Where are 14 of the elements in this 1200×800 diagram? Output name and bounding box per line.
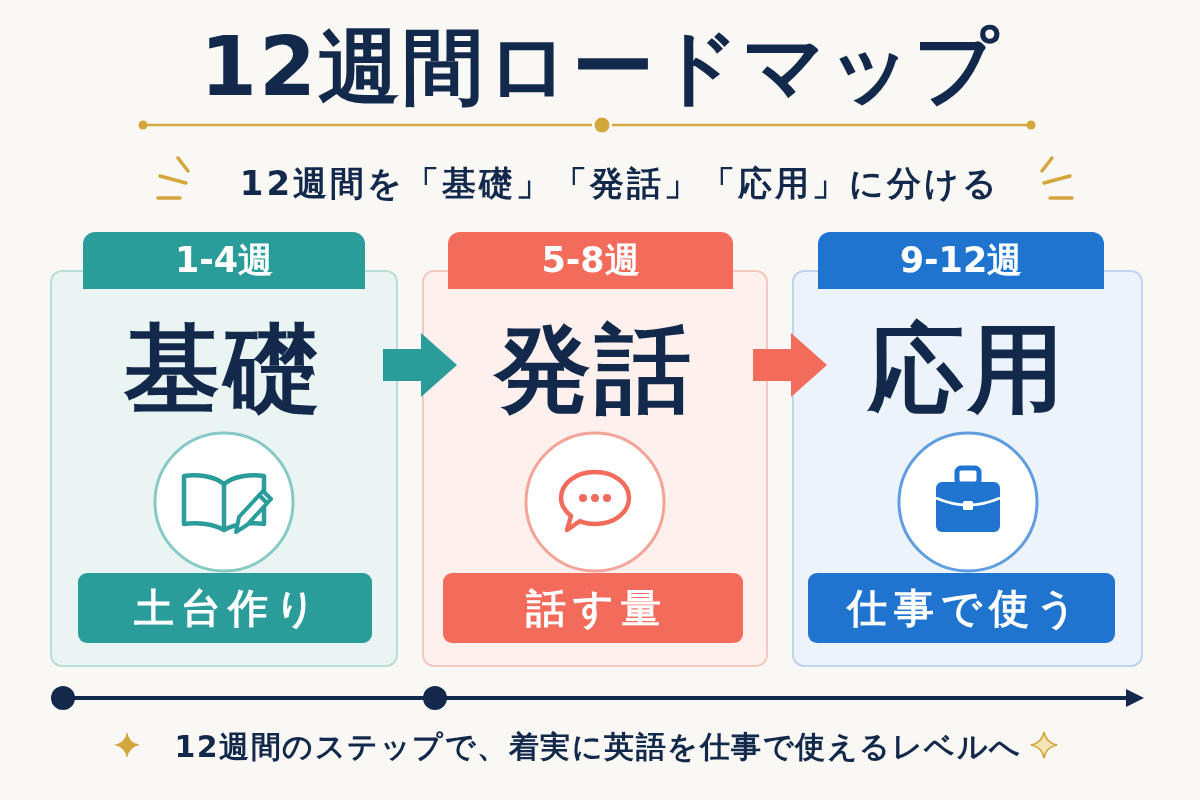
subtitle: 12週間を「基礎」「発話」「応用」に分ける: [239, 164, 1001, 204]
caption-text: 12週間のステップで、着実に英語を仕事で使えるレベルへ: [174, 730, 1022, 765]
week-tab: 1-4週: [83, 232, 365, 289]
week-tab: 9-12週: [818, 232, 1104, 289]
goal-banner: 仕事で使う: [808, 573, 1115, 643]
goal-banner: 土台作り: [78, 573, 372, 643]
title: 12週間ロードマップ: [199, 20, 1001, 115]
phase-heading: 基礎: [124, 314, 324, 425]
phase-heading: 応用: [867, 314, 1068, 425]
goal-banner: 話す量: [443, 573, 743, 643]
arrow: [383, 333, 457, 397]
phase-heading: 発話: [495, 314, 695, 425]
week-tab: 5-8週: [448, 232, 733, 289]
arrow: [753, 333, 827, 397]
